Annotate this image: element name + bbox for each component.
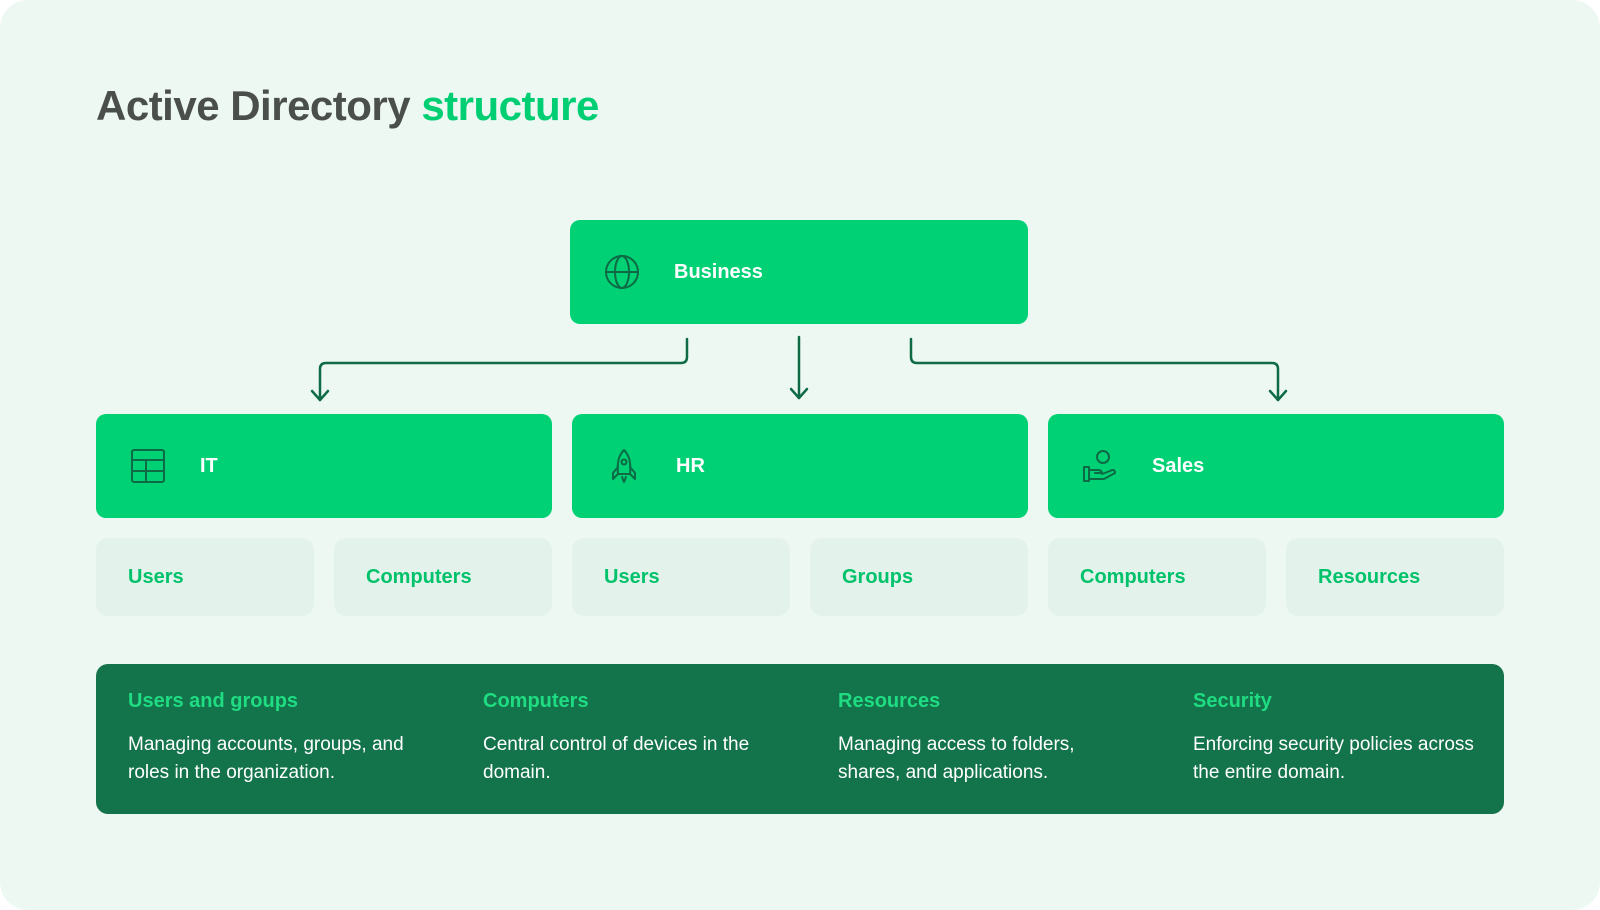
connector-to-it — [318, 337, 689, 402]
info-text: Managing accounts, groups, and roles in … — [128, 734, 404, 783]
info-column-users-and-groups: Users and groups Managing accounts, grou… — [128, 690, 428, 787]
info-panel: Users and groups Managing accounts, grou… — [96, 664, 1504, 814]
root-node-business: Business — [570, 220, 1028, 324]
department-node-sales: Sales — [1048, 414, 1504, 518]
container-chip-hr-groups: Groups — [810, 538, 1028, 616]
department-node-it: IT — [96, 414, 552, 518]
user-hand-icon — [1083, 450, 1116, 482]
department-label-hr: HR — [676, 454, 705, 477]
container-chip-label: Groups — [842, 565, 914, 588]
arrowhead-hr — [789, 387, 809, 400]
info-text: Central control of devices in the domain… — [483, 734, 750, 783]
info-heading: Computers — [483, 690, 589, 712]
connector-to-sales — [909, 337, 1280, 402]
info-text: Enforcing security policies across the e… — [1193, 734, 1474, 783]
info-column-resources: Resources Managing access to folders, sh… — [838, 690, 1138, 787]
container-chip-label: Users — [128, 565, 184, 588]
container-chip-hr-users: Users — [572, 538, 790, 616]
info-text: Managing access to folders, shares, and … — [838, 734, 1075, 783]
container-chip-label: Computers — [366, 565, 472, 588]
arrowhead-sales — [1268, 389, 1288, 402]
globe-icon — [605, 255, 639, 289]
container-chip-sales-computers: Computers — [1048, 538, 1266, 616]
root-node-label: Business — [674, 260, 763, 283]
title-main: Active Directory — [96, 82, 411, 129]
info-heading: Resources — [838, 690, 941, 712]
arrowhead-it — [310, 389, 330, 402]
container-chip-sales-resources: Resources — [1286, 538, 1504, 616]
container-chip-label: Computers — [1080, 565, 1186, 588]
title-accent: structure — [421, 82, 599, 129]
info-heading: Users and groups — [128, 690, 299, 712]
info-column-computers: Computers Central control of devices in … — [483, 690, 783, 787]
rocket-icon — [612, 449, 636, 483]
page-title: Active Directory structure — [96, 82, 599, 130]
container-chip-label: Resources — [1318, 565, 1421, 588]
department-label-it: IT — [200, 454, 218, 477]
department-label-sales: Sales — [1152, 454, 1205, 477]
table-icon — [131, 449, 165, 483]
department-node-hr: HR — [572, 414, 1028, 518]
container-chip-label: Users — [604, 565, 660, 588]
container-chip-it-users: Users — [96, 538, 314, 616]
info-heading: Security — [1193, 690, 1272, 712]
info-column-security: Security Enforcing security policies acr… — [1193, 690, 1493, 787]
container-chip-it-computers: Computers — [334, 538, 552, 616]
